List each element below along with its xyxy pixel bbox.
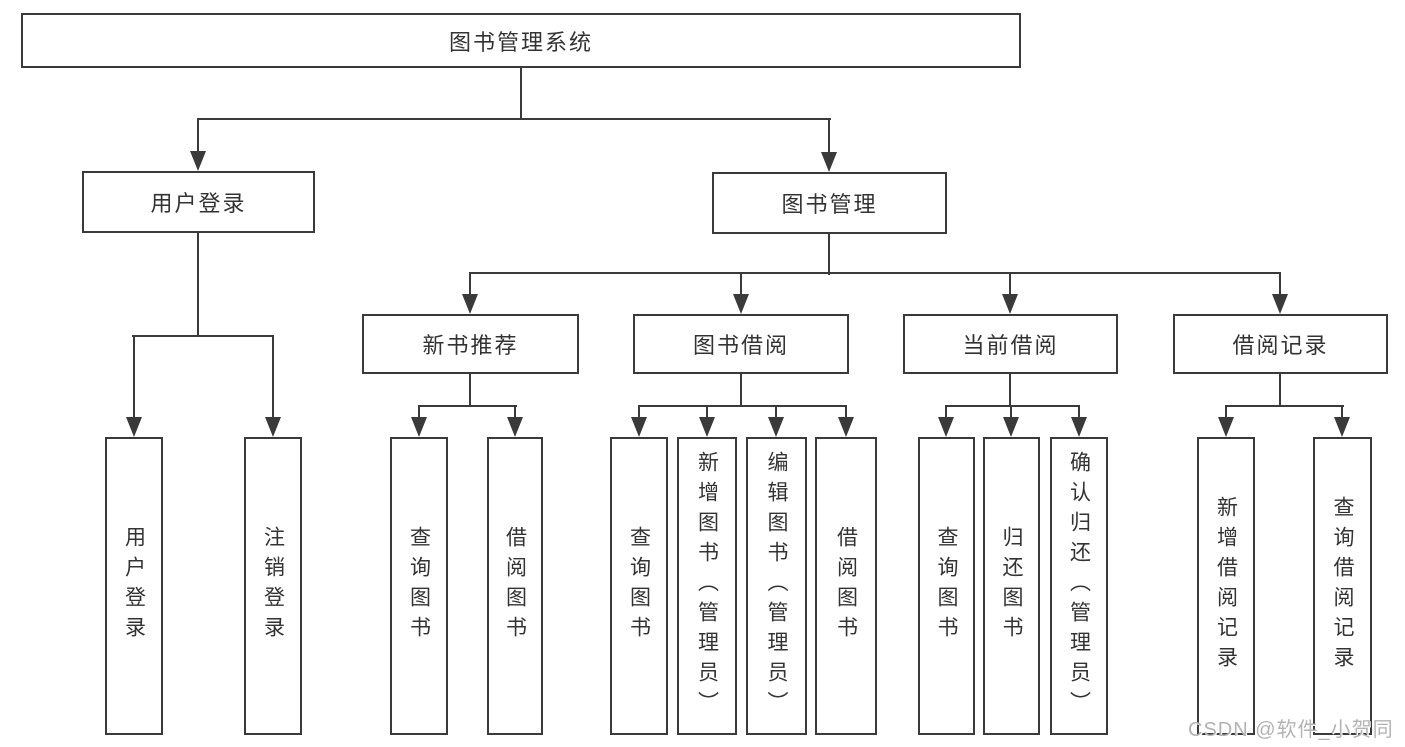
connector-to-leaf [1341,405,1343,421]
connector-split-current-borrow [945,405,1080,407]
connector-to-current-borrow [1009,272,1011,298]
arrowhead [1071,417,1087,437]
leaf-borrow-books-recommend: 借阅图书 [487,437,543,735]
connector-to-leaf [1225,405,1227,421]
connector-to-leaf [133,335,135,421]
connector-to-borrow-records [1279,272,1281,298]
connector-to-leaf [706,405,708,421]
leaf-borrow-books: 借阅图书 [815,437,877,735]
node-current-borrow: 当前借阅 [903,314,1118,374]
connector-to-leaf [1010,405,1012,421]
leaf-query-borrow-record: 查询借阅记录 [1313,437,1372,735]
node-borrow-records: 借阅记录 [1173,314,1388,374]
connector-borrow-records-trunk [1279,374,1281,407]
connector-split-user-login [132,335,274,337]
leaf-query-books-borrow: 查询图书 [610,437,668,735]
arrowhead [768,417,784,437]
connector-to-book-management [828,118,830,154]
leaf-query-books-current: 查询图书 [918,437,975,735]
connector-to-leaf [638,405,640,421]
connector-to-leaf [1078,405,1080,421]
arrowhead [1218,417,1234,437]
arrowhead [733,294,749,314]
connector-split-book-borrow [638,405,847,407]
connector-split-borrow-records [1225,405,1344,407]
connector-to-leaf [272,335,274,421]
connector-to-leaf [514,405,516,421]
connector-new-book-trunk [469,374,471,407]
node-new-book-recommend: 新书推荐 [362,314,579,374]
arrowhead [411,417,427,437]
node-book-borrow: 图书借阅 [633,314,849,374]
connector-to-book-borrow [740,272,742,298]
leaf-logout: 注销登录 [244,437,302,735]
arrowhead [631,417,647,437]
arrowhead [126,417,142,437]
connector-to-user-login [197,118,199,154]
leaf-confirm-return-admin: 确认归还（管理员） [1050,437,1108,735]
leaf-add-borrow-record: 新增借阅记录 [1197,437,1255,735]
leaf-edit-books-admin: 编辑图书（管理员） [746,437,807,735]
leaf-add-books-admin: 新增图书（管理员） [677,437,737,735]
connector-current-borrow-trunk [1009,374,1011,407]
connector-book-management-trunk [828,234,830,275]
arrowhead [838,417,854,437]
arrowhead [1334,417,1350,437]
leaf-return-books: 归还图书 [983,437,1040,735]
arrowhead [507,417,523,437]
arrowhead [190,151,206,171]
connector-user-login-trunk [197,233,199,337]
node-library-system: 图书管理系统 [21,13,1021,68]
watermark: CSDN @软件_小贺同学 [1188,719,1394,741]
arrowhead [1272,294,1288,314]
node-user-login: 用户登录 [82,171,315,233]
arrowhead [1002,294,1018,314]
connector-to-leaf [418,405,420,421]
arrowhead [699,417,715,437]
leaf-query-books-recommend: 查询图书 [390,437,448,735]
leaf-user-login: 用户登录 [105,437,163,735]
connector-split-level1 [197,118,831,120]
connector-to-leaf [775,405,777,421]
connector-root-trunk [520,68,522,120]
arrowhead [462,294,478,314]
connector-split-new-book [418,405,517,407]
arrowhead [938,417,954,437]
connector-book-borrow-trunk [740,374,742,407]
connector-to-leaf [945,405,947,421]
arrowhead [1003,417,1019,437]
connector-to-new-book [469,272,471,298]
connector-to-leaf [845,405,847,421]
node-book-management: 图书管理 [712,172,947,234]
arrowhead [265,417,281,437]
connector-split-book-management [469,272,1281,274]
arrowhead [821,152,837,172]
